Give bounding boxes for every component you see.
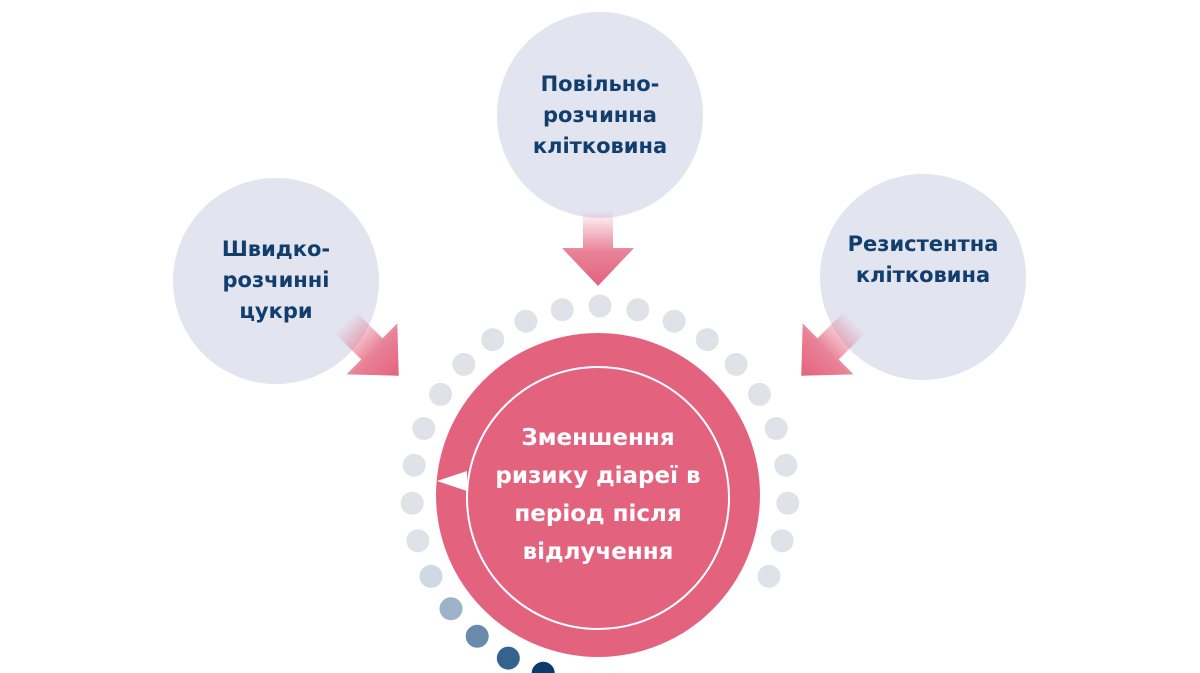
dot-gray (757, 564, 781, 588)
dot-gray (747, 382, 771, 406)
node-left-line: Швидко- (221, 236, 331, 261)
node-circle-top (497, 12, 703, 218)
arrow-top (562, 210, 634, 286)
dot-blue (465, 624, 489, 648)
node-left-line: цукри (239, 298, 313, 323)
dot-gray (429, 382, 453, 406)
dot-gray (550, 298, 574, 322)
center-circle (436, 333, 760, 657)
center-label: Зменшення ризику діареї в період після відл… (470, 400, 726, 590)
pointer-triangle (437, 471, 467, 491)
node-label-right: Резистентна клітковина (813, 180, 1033, 340)
dot-ring (400, 294, 800, 673)
dot-gray (452, 352, 476, 376)
node-right-line: клітковина (855, 263, 991, 287)
dot-gray (402, 453, 426, 477)
center-line: Зменшення (521, 425, 675, 451)
dot-gray (695, 328, 719, 352)
node-top-line: Повільно- (540, 71, 660, 96)
node-top-line: розчинна (543, 102, 657, 127)
dot-gray (724, 352, 748, 376)
dot-gray (514, 309, 538, 333)
dot-gray (774, 453, 798, 477)
node-right-line: Резистентна (847, 232, 999, 256)
dot-gray (481, 328, 505, 352)
dot-gray (776, 491, 800, 515)
dot-gray (406, 529, 430, 553)
arrow-left (334, 311, 399, 376)
node-circle-left (173, 178, 379, 384)
node-top-line: клітковина (532, 133, 668, 158)
arrow-right (801, 311, 866, 376)
dot-gray (588, 294, 612, 318)
dot-gray (662, 309, 686, 333)
center-line: ризику діареї в (495, 463, 701, 489)
dot-blue (419, 564, 443, 588)
dot-blue (496, 646, 520, 670)
dot-gray (412, 417, 436, 440)
dot-gray (626, 298, 650, 322)
dot-blue (439, 597, 463, 621)
dot-blue (531, 661, 555, 673)
node-left-line: розчинні (222, 267, 330, 292)
dot-gray (764, 417, 788, 440)
dot-gray (770, 529, 794, 553)
center-line: відлучення (522, 539, 674, 565)
node-label-left: Швидко-розчинні цукри (176, 200, 376, 360)
node-label-top: Повільно-розчинна клітковина (500, 35, 700, 195)
center-line: період після (514, 501, 682, 527)
center-inner-ring (466, 366, 730, 630)
node-circle-right (820, 174, 1026, 380)
dot-gray (400, 491, 424, 515)
